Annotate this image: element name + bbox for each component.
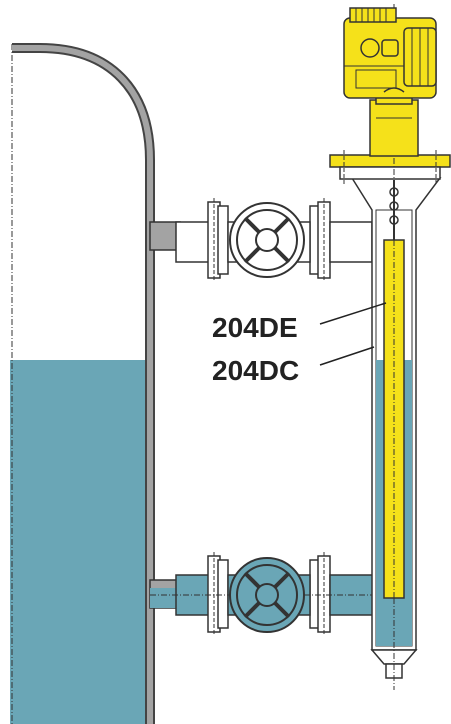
valve-handwheel-icon: [229, 557, 305, 633]
leader-line-secondary: [319, 346, 375, 366]
label-204de: 204DE: [212, 312, 298, 343]
label-204dc: 204DC: [212, 355, 299, 386]
tank: [10, 43, 155, 724]
valve-handwheel-icon: [229, 202, 305, 278]
tank-liquid: [10, 360, 150, 724]
callouts: 204DE 204DC: [212, 302, 387, 386]
displacer-icon: [383, 180, 405, 599]
level-transmitter-icon: [343, 7, 437, 157]
tank-wall-inner: [12, 45, 153, 724]
lower-connection: [149, 552, 380, 636]
leader-line-primary: [319, 302, 387, 325]
upper-connection: [149, 198, 373, 282]
